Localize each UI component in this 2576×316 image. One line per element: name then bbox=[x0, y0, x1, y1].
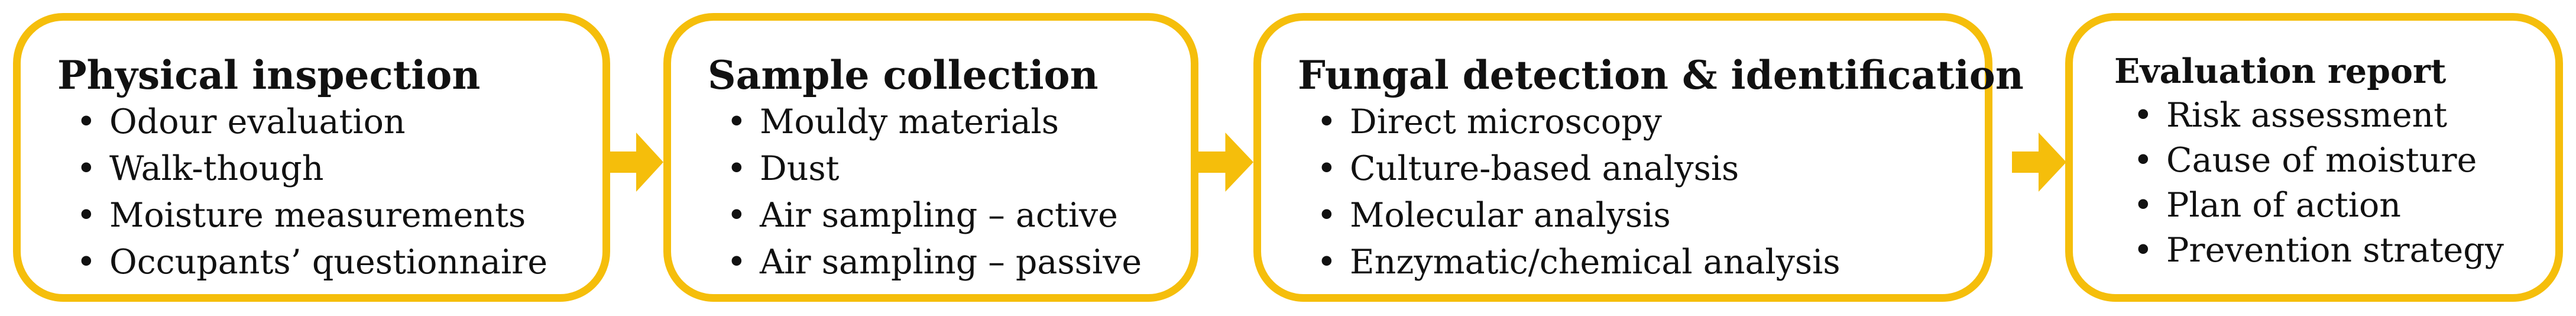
step-item: • Air sampling – passive bbox=[708, 239, 1191, 286]
bullet-icon: • bbox=[2133, 186, 2153, 225]
bullet-icon: • bbox=[1317, 102, 1337, 141]
step-item: • Cause of moisture bbox=[2114, 138, 2555, 183]
step-item: • Molecular analysis bbox=[1298, 192, 1985, 239]
step-box-sample-collection: Sample collection • Mouldy materials • Dus… bbox=[663, 13, 1198, 302]
step-item: • Occupants’ questionnaire bbox=[57, 239, 602, 286]
bullet-icon: • bbox=[76, 149, 96, 188]
bullet-icon: • bbox=[2133, 96, 2153, 135]
bullet-icon: • bbox=[1317, 149, 1337, 188]
step-item: • Odour evaluation bbox=[57, 99, 602, 146]
right-arrow-icon bbox=[610, 133, 663, 192]
step-item: • Dust bbox=[708, 146, 1191, 192]
step-item: • Prevention strategy bbox=[2114, 228, 2555, 273]
bullet-icon: • bbox=[1317, 196, 1337, 235]
step-item-label: Moisture measurements bbox=[109, 196, 526, 235]
step-title: Evaluation report bbox=[2114, 51, 2447, 91]
step-box-fungal-detection: Fungal detection & identification • Direc… bbox=[1253, 13, 2024, 302]
step-item: • Mouldy materials bbox=[708, 99, 1191, 146]
step-box-physical-inspection: Physical inspection • Odour evaluation • W… bbox=[13, 13, 610, 302]
step-item-label: Molecular analysis bbox=[1350, 196, 1671, 235]
bullet-icon: • bbox=[727, 149, 747, 188]
step-item-label: Dust bbox=[760, 149, 840, 188]
right-arrow-icon bbox=[2012, 133, 2066, 192]
step-item-label: Air sampling – passive bbox=[760, 243, 1142, 282]
step-title: Fungal detection & identification bbox=[1298, 52, 2024, 98]
step-item-label: Enzymatic/chemical analysis bbox=[1350, 243, 1841, 282]
step-item-list: • Risk assessment • Cause of moisture • Pla… bbox=[2114, 93, 2555, 273]
step-item: • Walk-though bbox=[57, 146, 602, 192]
arrow-polygon bbox=[1198, 133, 1253, 192]
bullet-icon: • bbox=[76, 196, 96, 235]
step-item-list: • Mouldy materials • Dust • Air sampling – … bbox=[708, 99, 1191, 286]
step-box-evaluation-report: Evaluation report • Risk assessment • Caus… bbox=[2065, 13, 2563, 302]
bullet-icon: • bbox=[2133, 141, 2153, 180]
step-item-label: Plan of action bbox=[2166, 186, 2401, 225]
step-title: Sample collection bbox=[708, 52, 1099, 98]
bullet-icon: • bbox=[76, 243, 96, 282]
bullet-icon: • bbox=[76, 102, 96, 141]
step-item: • Culture-based analysis bbox=[1298, 146, 1985, 192]
arrow-polygon bbox=[610, 133, 663, 192]
connector-arrow-shape bbox=[1198, 133, 1253, 192]
step-item-label: Occupants’ questionnaire bbox=[109, 243, 548, 282]
step-item-label: Walk-though bbox=[109, 149, 324, 188]
step-item: • Direct microscopy bbox=[1298, 99, 1985, 146]
step-item-list: • Direct microscopy • Culture-based analys… bbox=[1298, 99, 1985, 286]
connector-arrow-shape bbox=[610, 133, 663, 192]
step-item-label: Mouldy materials bbox=[760, 102, 1059, 141]
step-title: Physical inspection bbox=[57, 52, 481, 98]
step-item-label: Odour evaluation bbox=[109, 102, 406, 141]
step-item: • Plan of action bbox=[2114, 183, 2555, 228]
step-item-label: Culture-based analysis bbox=[1350, 149, 1739, 188]
bullet-icon: • bbox=[2133, 231, 2153, 270]
bullet-icon: • bbox=[1317, 243, 1337, 282]
bullet-icon: • bbox=[727, 102, 747, 141]
right-arrow-icon bbox=[1198, 133, 1253, 192]
step-item: • Air sampling – active bbox=[708, 192, 1191, 239]
step-item: • Risk assessment bbox=[2114, 93, 2555, 138]
bullet-icon: • bbox=[727, 243, 747, 282]
connector-arrow-shape bbox=[2012, 133, 2066, 192]
step-item-label: Cause of moisture bbox=[2166, 141, 2477, 180]
bullet-icon: • bbox=[727, 196, 747, 235]
step-item-list: • Odour evaluation • Walk-though • Moisture… bbox=[57, 99, 602, 286]
step-item: • Enzymatic/chemical analysis bbox=[1298, 239, 1985, 286]
step-item-label: Air sampling – active bbox=[760, 196, 1118, 235]
step-item-label: Prevention strategy bbox=[2166, 231, 2504, 270]
step-item: • Moisture measurements bbox=[57, 192, 602, 239]
arrow-polygon bbox=[2012, 133, 2066, 192]
step-item-label: Direct microscopy bbox=[1350, 102, 1662, 141]
step-item-label: Risk assessment bbox=[2166, 96, 2448, 135]
